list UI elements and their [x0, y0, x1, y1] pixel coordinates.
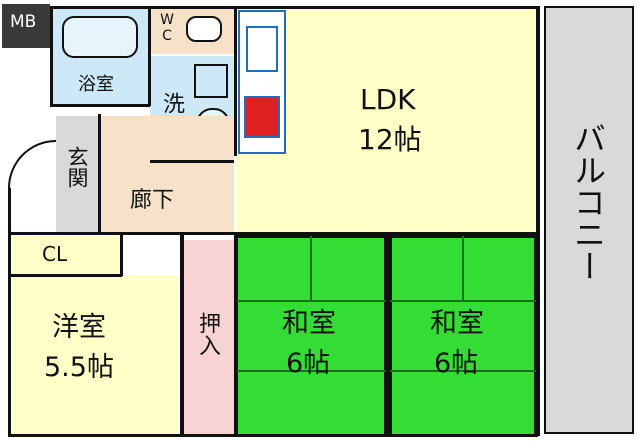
- ldk-name: LDK: [360, 83, 416, 116]
- wall: [234, 6, 237, 156]
- wall: [8, 434, 538, 437]
- tatami-seam: [390, 300, 536, 302]
- entrance-area: [56, 116, 98, 232]
- entrance-label: 玄関: [65, 146, 89, 188]
- wall: [386, 232, 390, 436]
- bathtub-icon: [62, 16, 138, 58]
- wall: [120, 232, 123, 276]
- closet-label: CL: [42, 242, 68, 266]
- wall: [236, 232, 538, 236]
- western-room: [12, 276, 178, 434]
- wall: [98, 114, 101, 232]
- balcony-label: バルコニー: [569, 122, 607, 282]
- wall: [50, 6, 538, 9]
- tatami-seam: [236, 370, 386, 372]
- wc-label: WC: [159, 12, 175, 44]
- wall: [148, 6, 151, 106]
- wall: [150, 160, 234, 163]
- ldk-size: 12帖: [358, 123, 422, 156]
- western-size: 5.5帖: [44, 352, 114, 383]
- western-name: 洋室: [52, 312, 106, 343]
- front-door-icon: [8, 140, 56, 188]
- washitsu-2-size: 6帖: [434, 348, 479, 379]
- washitsu-1-name: 和室: [282, 308, 336, 339]
- washitsu-1-size: 6帖: [286, 348, 331, 379]
- wall: [234, 232, 237, 436]
- closet-area: [12, 234, 120, 274]
- corridor-area: [100, 116, 234, 232]
- storage-area: [184, 240, 234, 434]
- tatami-seam: [462, 236, 464, 300]
- tatami-seam: [310, 236, 312, 300]
- bath-label: 浴室: [78, 74, 114, 95]
- toilet-icon: [186, 16, 222, 42]
- wall: [536, 6, 540, 436]
- wall: [50, 104, 150, 107]
- ldk-room: [236, 8, 536, 232]
- mb-label: MB: [10, 12, 37, 32]
- tatami-seam: [390, 370, 536, 372]
- washer-icon: [194, 64, 228, 98]
- tatami-seam: [236, 300, 386, 302]
- wall: [8, 274, 122, 277]
- storage-label: 押入: [195, 312, 220, 356]
- washitsu-2-name: 和室: [430, 308, 484, 339]
- kitchen-sink-icon: [246, 26, 278, 72]
- meter-box: [2, 4, 50, 48]
- wall: [8, 188, 11, 436]
- wall: [50, 6, 53, 106]
- wall: [180, 232, 184, 436]
- corridor-label: 廊下: [130, 188, 175, 213]
- balcony-area: [544, 6, 634, 434]
- stove-icon: [244, 96, 280, 138]
